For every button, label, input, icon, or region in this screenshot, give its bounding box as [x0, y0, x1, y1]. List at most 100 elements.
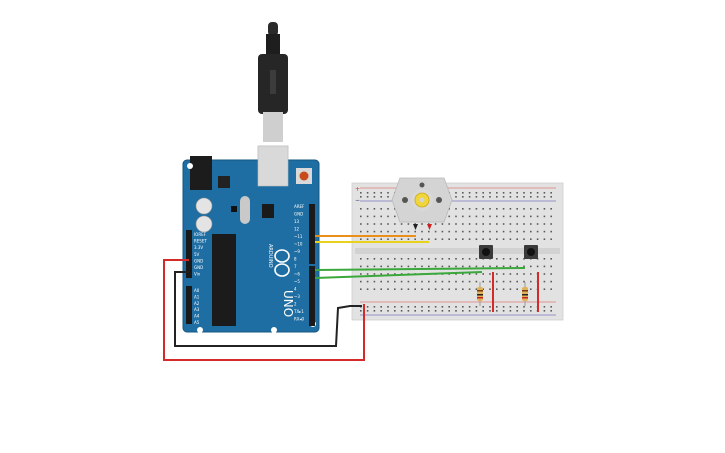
breadboard-hole	[502, 258, 505, 260]
breadboard-hole	[468, 288, 471, 290]
breadboard-hole	[523, 310, 525, 312]
breadboard-hole	[366, 310, 369, 312]
breadboard-hole	[482, 208, 484, 210]
breadboard-hole	[516, 273, 518, 275]
breadboard-hole	[523, 280, 525, 283]
breadboard-hole	[516, 223, 518, 225]
breadboard-hole	[407, 306, 410, 308]
breadboard-hole	[441, 280, 444, 283]
breadboard-hole	[523, 273, 525, 275]
capacitor	[195, 215, 213, 233]
breadboard-hole	[366, 306, 369, 308]
breadboard-hole	[455, 265, 457, 268]
breadboard-hole	[448, 310, 450, 312]
breadboard-hole	[462, 258, 464, 260]
wire-green-2[interactable]	[314, 271, 483, 279]
breadboard-hole	[489, 273, 491, 275]
breadboard-hole	[536, 238, 539, 240]
breadboard-hole	[489, 192, 491, 194]
breadboard-hole	[502, 310, 505, 312]
breadboard-hole	[502, 238, 505, 240]
breadboard-hole	[380, 196, 382, 198]
breadboard-hole	[523, 258, 525, 260]
breadboard-hole	[455, 192, 457, 194]
breadboard-hole	[509, 310, 512, 312]
breadboard-hole	[462, 265, 464, 268]
breadboard-hole	[475, 208, 478, 210]
breadboard-hole	[475, 238, 478, 240]
breadboard-hole	[523, 306, 525, 308]
breadboard-hole	[387, 192, 389, 194]
breadboard-hole	[543, 265, 546, 268]
breadboard-hole	[441, 258, 444, 260]
breadboard-hole	[530, 265, 532, 268]
breadboard-hole	[489, 223, 491, 225]
breadboard-hole	[516, 265, 518, 268]
breadboard-hole	[550, 230, 552, 233]
breadboard-hole	[428, 230, 430, 233]
breadboard-hole	[530, 215, 532, 218]
breadboard-hole	[434, 288, 437, 290]
breadboard-hole	[496, 288, 498, 290]
breadboard-hole	[380, 230, 382, 233]
breadboard-hole	[482, 238, 484, 240]
breadboard-hole	[523, 223, 525, 225]
resistor[interactable]	[477, 282, 483, 306]
dc-motor[interactable]	[391, 177, 453, 230]
breadboard-hole	[448, 223, 450, 225]
analog-header	[186, 286, 192, 324]
breadboard-hole	[380, 208, 382, 210]
breadboard-hole	[462, 280, 464, 283]
breadboard-hole	[400, 280, 403, 283]
breadboard-hole	[455, 306, 457, 308]
wire-red-5v[interactable]	[163, 259, 365, 361]
breadboard-hole	[366, 238, 369, 240]
breadboard-hole	[380, 215, 382, 218]
breadboard-hole	[360, 192, 362, 194]
breadboard-hole	[475, 306, 478, 308]
push-button[interactable]	[479, 245, 493, 259]
pin-label: A1	[194, 294, 200, 299]
breadboard-hole	[366, 280, 369, 283]
breadboard-hole	[509, 208, 512, 210]
breadboard-hole	[441, 265, 444, 268]
breadboard-hole	[523, 230, 525, 233]
breadboard-hole	[502, 273, 505, 275]
breadboard-hole	[387, 215, 389, 218]
push-button[interactable]	[524, 245, 538, 259]
arduino-logo	[274, 249, 290, 277]
pin-label: A3	[194, 307, 200, 312]
pin-label: RX◂0	[294, 317, 305, 322]
breadboard-hole	[360, 230, 362, 233]
breadboard-hole	[475, 273, 478, 275]
breadboard-hole	[530, 280, 532, 283]
breadboard-hole	[502, 306, 505, 308]
wire-black-gnd[interactable]	[174, 271, 362, 347]
wire-green-1[interactable]	[314, 267, 526, 271]
breadboard-hole	[414, 288, 416, 290]
breadboard-hole	[516, 306, 518, 308]
breadboard-hole	[407, 230, 410, 233]
breadboard-hole	[414, 265, 416, 268]
breadboard-hole	[550, 215, 552, 218]
breadboard-hole	[373, 223, 376, 225]
breadboard-hole	[394, 288, 396, 290]
breadboard-hole	[462, 288, 464, 290]
breadboard-hole	[373, 273, 376, 275]
breadboard-hole	[462, 215, 464, 218]
breadboard-hole	[400, 265, 403, 268]
resistor[interactable]	[522, 282, 528, 306]
breadboard-hole	[434, 238, 437, 240]
breadboard-hole	[516, 215, 518, 218]
breadboard-hole	[400, 310, 403, 312]
pin-label: 8	[294, 257, 297, 262]
breadboard-hole	[536, 265, 539, 268]
breadboard-hole	[523, 196, 525, 198]
breadboard-hole	[373, 230, 376, 233]
breadboard-hole	[489, 208, 491, 210]
breadboard-hole	[366, 288, 369, 290]
breadboard-hole	[530, 306, 532, 308]
